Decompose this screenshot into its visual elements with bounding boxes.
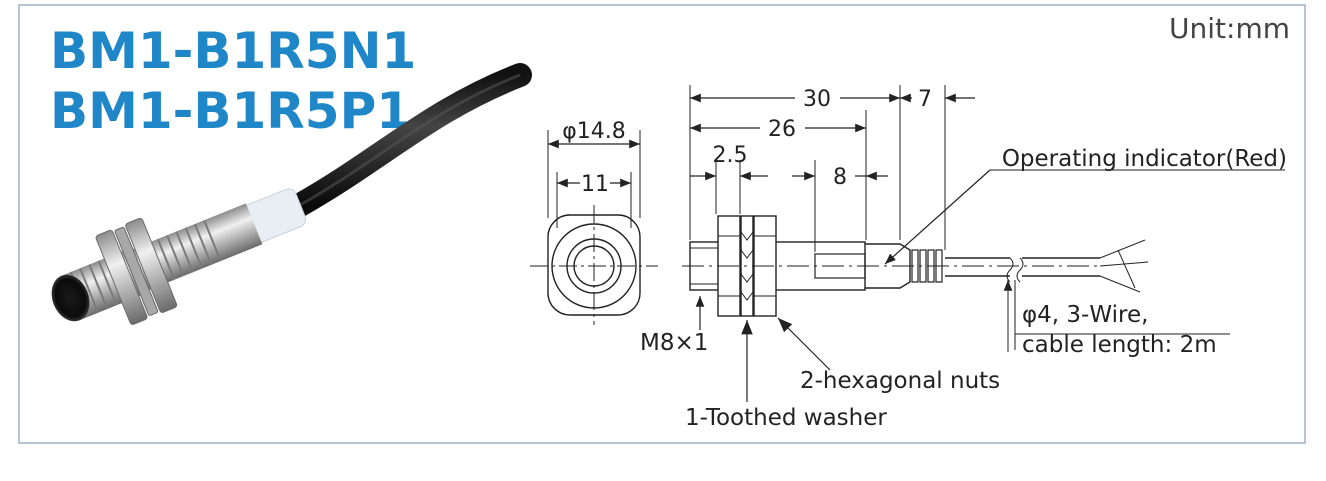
dim-tail-length: 7 [918,87,932,112]
dim-body-length: 30 [803,87,831,112]
dim-thread-length: 26 [768,117,796,142]
side-view [682,85,1285,402]
unit-label: Unit:mm [1169,12,1290,45]
label-hexagonal-nuts: 2-hexagonal nuts [800,368,1000,394]
dim-outer-diameter: φ14.8 [562,119,626,144]
label-thread: M8×1 [640,330,708,356]
label-operating-indicator: Operating indicator(Red) [1002,146,1287,172]
model-title-pnp: BM1-B1R5P1 [50,82,412,140]
label-cable-line2: cable length: 2m [1022,332,1217,358]
dim-sensing-length: 8 [833,165,847,190]
sensor-photo [51,63,532,325]
front-view [530,130,658,325]
model-title-npn: BM1-B1R5N1 [50,22,417,80]
label-cable-line1: φ4, 3-Wire, [1022,302,1148,328]
dim-nut-thickness: 2.5 [713,143,748,168]
dim-across-flats: 11 [581,172,609,197]
label-toothed-washer: 1-Toothed washer [685,405,887,431]
